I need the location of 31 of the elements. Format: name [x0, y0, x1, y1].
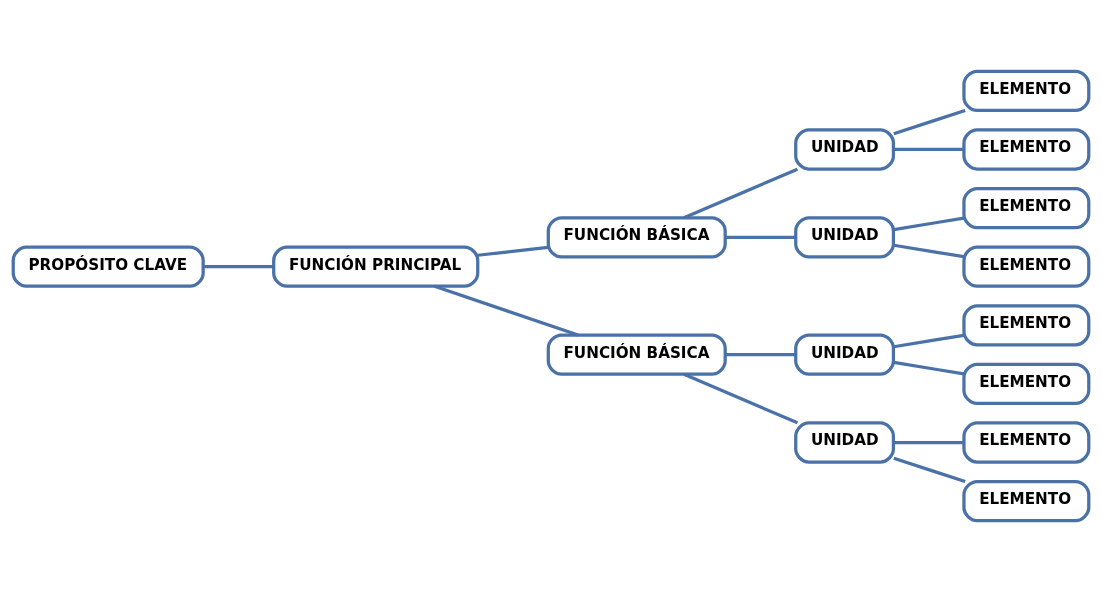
node-box: FUNCIÓN BÁSICA — [546, 216, 727, 259]
node-box: ELEMENTO — [962, 186, 1091, 230]
connector — [683, 167, 799, 220]
connector — [434, 284, 579, 337]
node-box: ELEMENTO — [962, 69, 1091, 113]
connector — [893, 360, 965, 376]
node-box: UNIDAD — [794, 128, 896, 171]
connector — [893, 147, 964, 152]
connector — [893, 216, 965, 232]
node-box: UNIDAD — [794, 421, 896, 464]
connector — [893, 108, 966, 136]
connector — [893, 440, 964, 445]
node-box: FUNCIÓN BÁSICA — [546, 333, 727, 376]
node-box: ELEMENTO — [962, 421, 1091, 464]
node-box: PROPÓSITO CLAVE — [11, 245, 205, 288]
connector — [725, 353, 796, 357]
connector — [203, 265, 274, 269]
connector — [725, 235, 796, 239]
node-box: FUNCIÓN PRINCIPAL — [272, 245, 480, 288]
node-box: UNIDAD — [794, 333, 896, 376]
node-box: UNIDAD — [794, 216, 896, 259]
connector — [683, 372, 799, 425]
node-box: ELEMENTO — [962, 128, 1091, 171]
connector — [893, 333, 965, 349]
connector — [893, 243, 965, 259]
node-box: ELEMENTO — [962, 304, 1091, 347]
connector — [477, 245, 549, 257]
node-box: ELEMENTO — [962, 245, 1091, 288]
node-box: ELEMENTO — [962, 479, 1091, 523]
connector — [893, 456, 966, 484]
node-box: ELEMENTO — [962, 362, 1091, 406]
